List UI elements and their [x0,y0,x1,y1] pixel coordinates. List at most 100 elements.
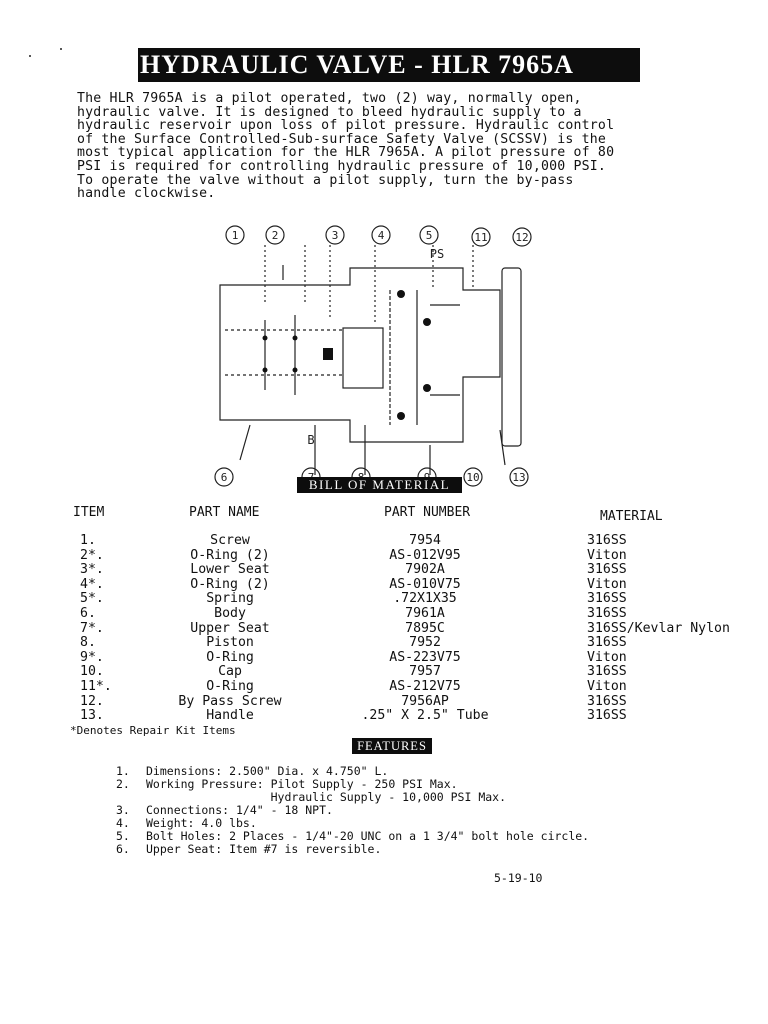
feature-number: 1. [116,764,130,778]
table-row: 10. Cap 7957 316SS [60,665,710,680]
item-cell: 9*. [80,649,104,665]
material-cell: Viton [587,678,627,694]
valve-cross-section-diagram: 1 2 3 4 5 11 12 6 7 8 9 10 13 PS B [214,225,532,487]
list-item: Hydraulic Supply - 10,000 PSI Max. [116,791,676,804]
list-item: 2. Working Pressure: Pilot Supply - 250 … [116,778,676,791]
port-dot [292,335,298,341]
port-label-ps: PS [430,247,444,261]
revision-date: 5-19-10 [494,871,543,885]
material-cell: 316SS [587,635,627,651]
port-dot [262,367,268,373]
callout-circle [512,227,532,247]
feature-number: 4. [116,816,130,830]
speck [60,48,62,50]
port-dot [423,384,431,392]
header-part-name: PART NAME [189,505,260,520]
table-row: 11*. O-Ring AS-212V75 Viton [60,678,710,695]
part-number-cell: AS-212V75 [389,678,461,694]
item-cell: 3*. [80,562,104,578]
header-material: MATERIAL [600,509,663,524]
part-number-cell: 7956AP [401,693,449,709]
material-cell: Viton [587,576,627,592]
part-name-cell: Spring [206,591,254,607]
part-name-cell: O-Ring (2) [190,547,270,563]
port-dot [397,412,405,420]
part-number-cell: 7961A [405,605,445,621]
callout-label: 2 [272,229,279,242]
callout-label: 3 [332,229,339,242]
feature-text: Dimensions: 2.500" Dia. x 4.750" L. [146,764,389,778]
feature-number: 6. [116,842,130,856]
callout-circle [471,227,491,247]
item-cell: 5*. [80,591,104,607]
part-number-cell: 7957 [409,664,441,680]
part-name-cell: Body [214,605,246,621]
part-name-cell: Piston [206,635,254,651]
valve-body-outline [219,267,501,443]
feature-text: Connections: 1/4" - 18 NPT. [146,803,333,817]
part-number-cell: 7954 [409,533,441,548]
part-number-cell: .25" X 2.5" Tube [361,708,489,724]
table-row: 8. Piston 7952 316SS [60,636,710,651]
handle-outline [501,267,522,447]
callout-label: 5 [426,229,433,242]
port-dot [262,335,268,341]
callout-label: 6 [221,471,228,484]
part-name-cell: By Pass Screw [178,693,282,709]
feature-number: 3. [116,803,130,817]
material-cell: 316SS [587,708,627,724]
callout-label: 1 [232,229,239,242]
list-item: 1. Dimensions: 2.500" Dia. x 4.750" L. [116,765,676,778]
feature-number: 5. [116,829,130,843]
item-cell: 2*. [80,547,104,563]
table-row: 2*. O-Ring (2) AS-012V95 Viton [60,547,710,564]
part-name-cell: Upper Seat [190,620,270,636]
part-name-cell: Cap [218,664,242,680]
bill-of-material-banner: BILL OF MATERIAL [297,477,462,493]
feature-text: Hydraulic Supply - 10,000 PSI Max. [146,790,507,804]
feature-text: Working Pressure: Pilot Supply - 250 PSI… [146,777,458,791]
callout-circle [371,225,391,245]
item-cell: 7*. [80,620,104,636]
item-cell: 4*. [80,576,104,592]
part-number-cell: AS-010V75 [389,576,461,592]
material-cell: 316SS [587,562,627,578]
material-cell: Viton [587,649,627,665]
port-label-b: B [307,433,314,447]
material-cell: 316SS [587,693,627,709]
piston-block [323,348,333,360]
callout-label: 10 [466,471,479,484]
speck [29,55,31,57]
part-name-cell: Screw [210,533,250,548]
material-cell: Viton [587,547,627,563]
material-cell: 316SS [587,664,627,680]
part-name-cell: Lower Seat [190,562,270,578]
item-cell: 11*. [80,678,112,694]
feature-number: 2. [116,777,130,791]
item-cell: 1. [80,533,96,548]
material-cell: 316SS/Kevlar Nylon [587,620,730,636]
table-row: 1. Screw 7954 316SS [60,533,710,549]
callout-circle [419,225,439,245]
table-row: 3*. Lower Seat 7902A 316SS [60,563,710,578]
bill-of-material-table: 1. Screw 7954 316SS 2*. O-Ring (2) AS-01… [60,533,730,724]
port-dot [397,290,405,298]
part-name-cell: O-Ring [206,649,254,665]
item-cell: 12. [80,693,104,709]
list-item: 5. Bolt Holes: 2 Places - 1/4"-20 UNC on… [116,830,676,843]
callout-label: 12 [515,231,528,244]
part-number-cell: .72X1X35 [393,591,457,607]
material-cell: 316SS [587,605,627,621]
part-number-cell: 7902A [405,562,445,578]
part-name-cell: Handle [206,708,254,724]
part-name-cell: O-Ring (2) [190,576,270,592]
callout-label: 4 [378,229,385,242]
table-row: 4*. O-Ring (2) AS-010V75 Viton [60,576,710,593]
features-list: 1. Dimensions: 2.500" Dia. x 4.750" L. 2… [116,765,676,856]
port-dot [292,367,298,373]
callout-label: 11 [474,231,487,244]
item-cell: 8. [80,635,96,651]
callout-label: 13 [512,471,525,484]
table-row: 7*. Upper Seat 7895C 316SS/Kevlar Nylon [60,620,730,637]
repair-kit-footnote: *Denotes Repair Kit Items [70,724,236,737]
